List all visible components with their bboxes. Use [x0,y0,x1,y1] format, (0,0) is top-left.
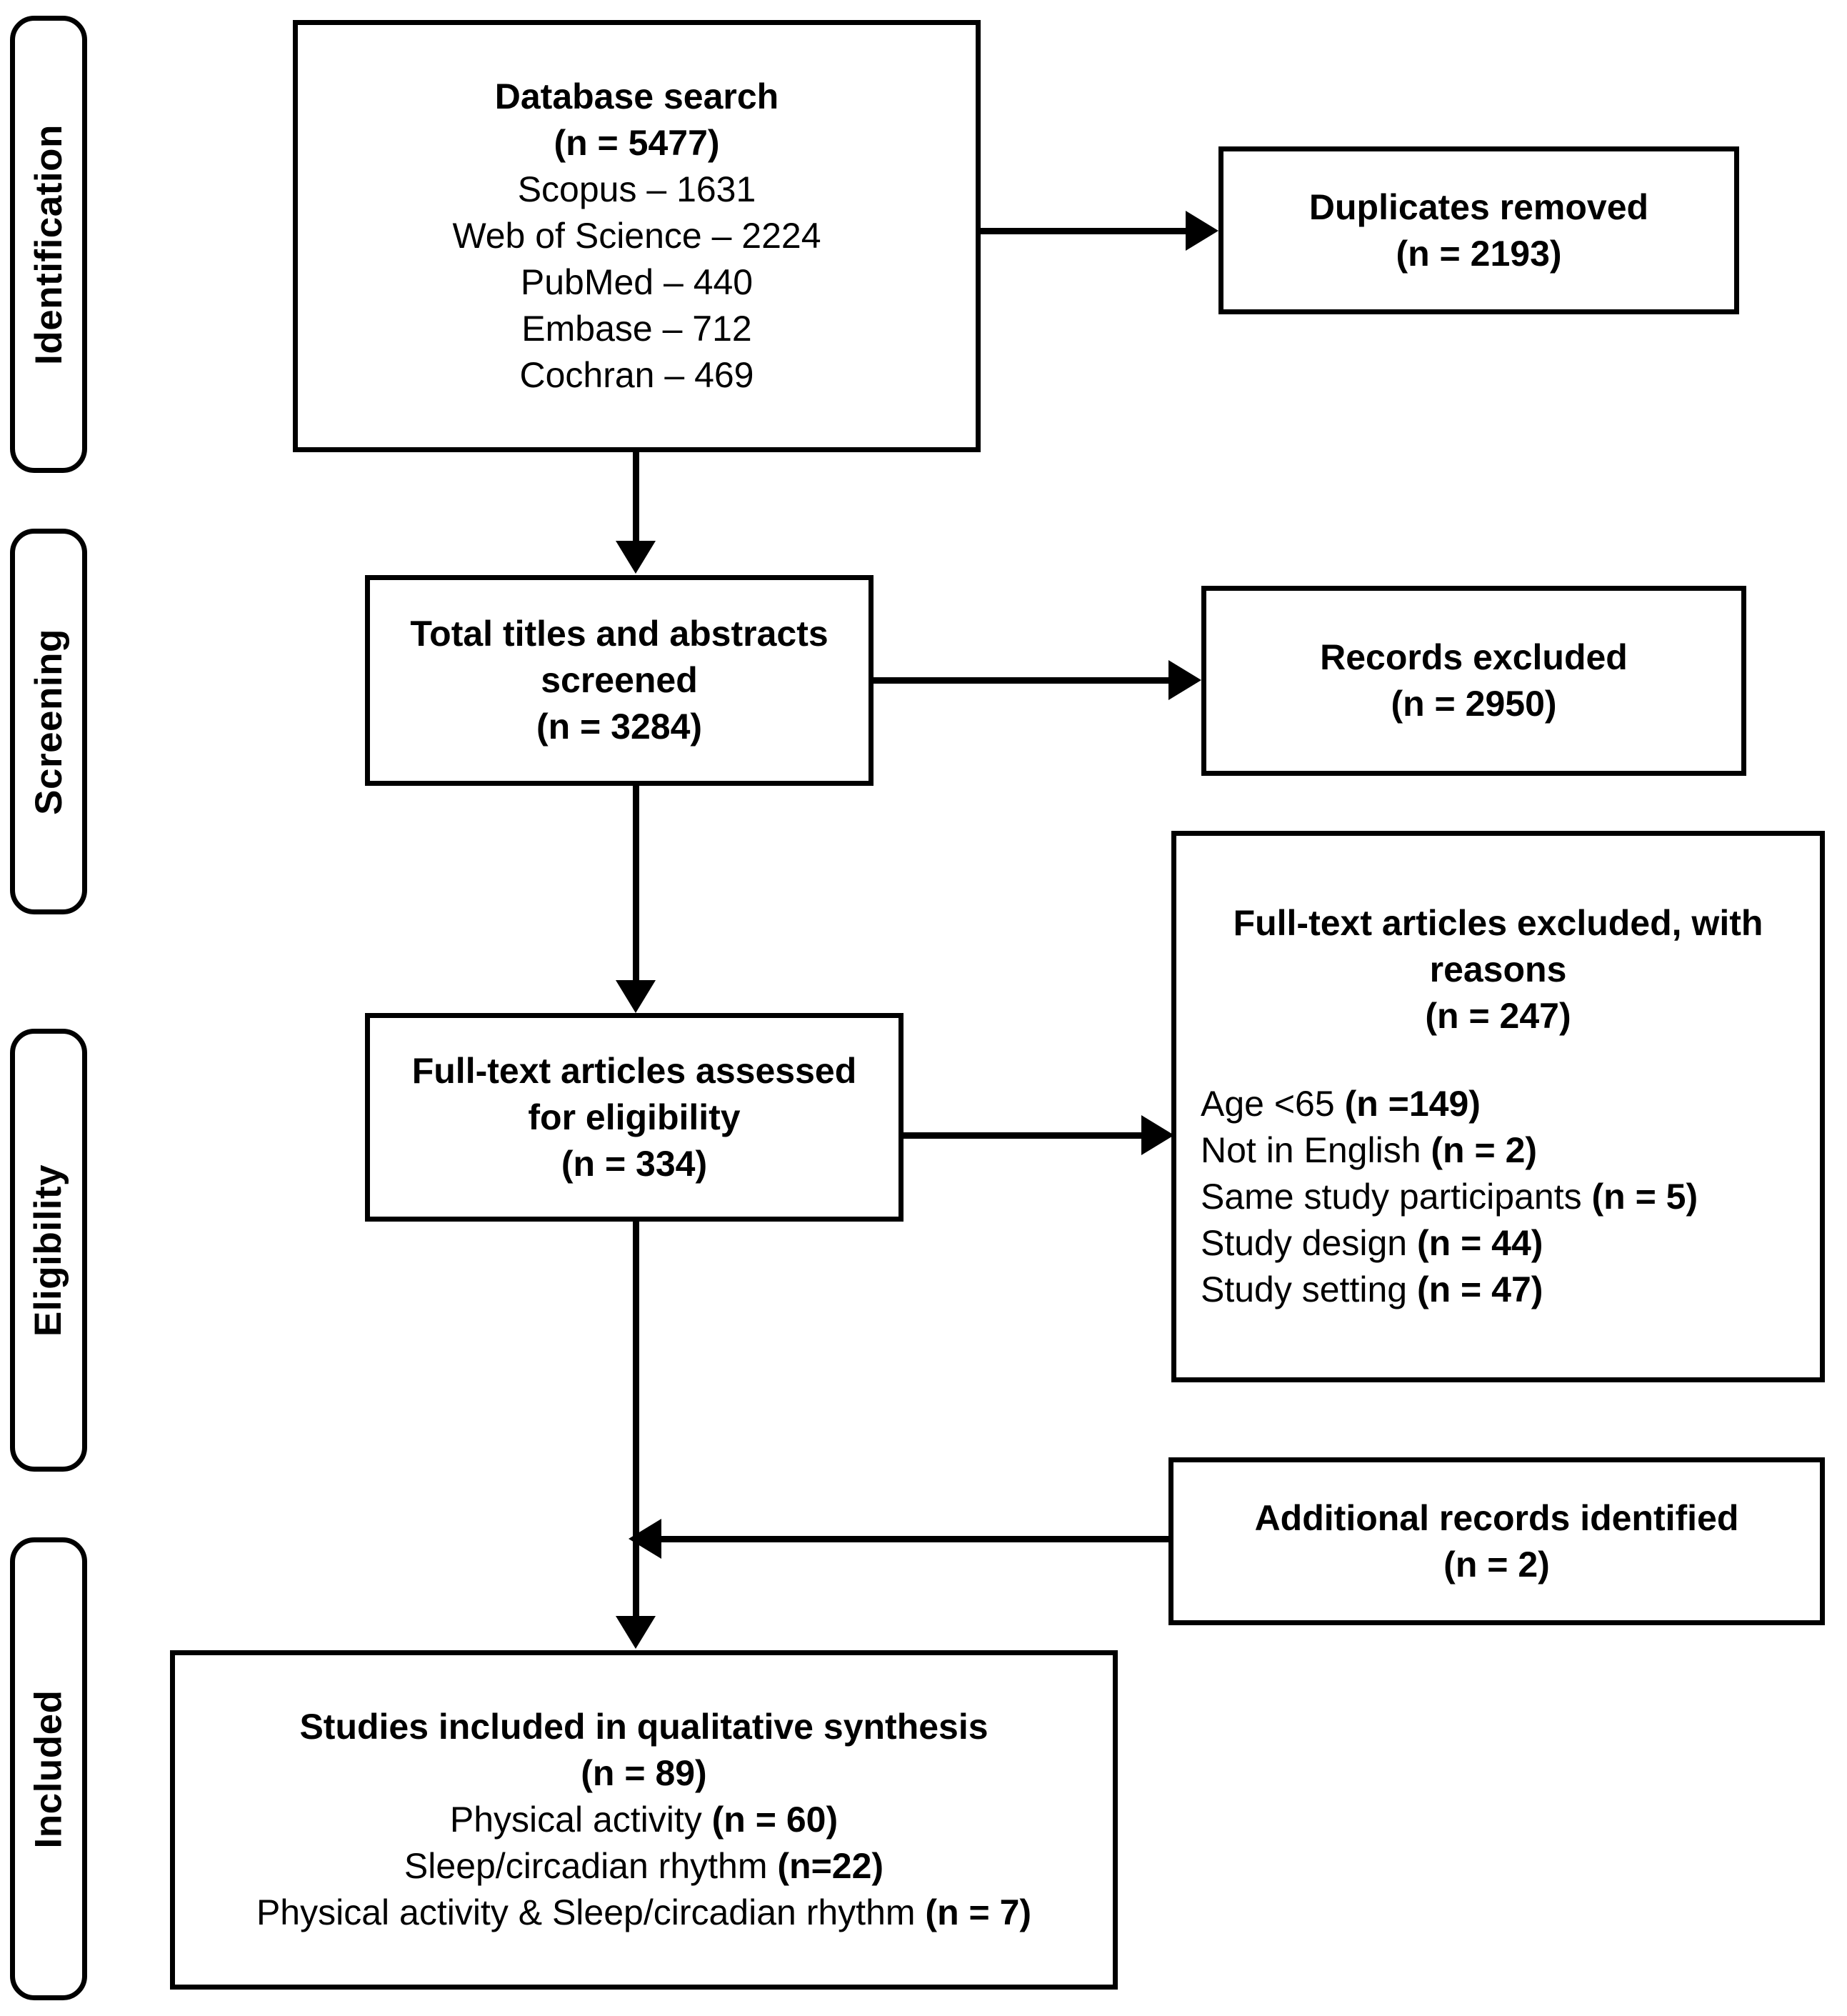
connector-fulltext-to-included [633,1222,639,1622]
stage-label-included: Included [10,1537,87,2000]
stage-label-identification: Identification [10,16,87,473]
connector-search-to-duplicates [981,228,1186,234]
exclusion-reason-2-label: Same study participants [1201,1177,1592,1217]
exclusion-reason-0-count: (n =149) [1344,1084,1481,1124]
connector-screened-to-excluded [874,677,1170,684]
exclusion-reason-1-label: Not in English [1201,1130,1431,1170]
studies-breakdown-1-count: (n=22) [777,1846,884,1886]
stage-label-screening: Screening [10,529,87,914]
connector-screened-to-fulltext [633,786,639,986]
box-studies-included: Studies included in qualitative synthesi… [170,1650,1118,1990]
database-search-source-3: Embase – 712 [521,309,752,349]
database-search-title: Database search [494,76,779,116]
exclusion-reason-0: Age <65 (n =149) [1201,1081,1796,1127]
exclusion-reason-4-count: (n = 47) [1416,1269,1543,1309]
records-excluded-title: Records excluded [1320,637,1628,677]
records-excluded-count: (n = 2950) [1391,684,1557,724]
arrowhead-fulltext-to-excluded [1141,1115,1174,1155]
database-search-count: (n = 5477) [554,123,720,163]
connector-additional-to-spine [661,1536,1170,1542]
stage-label-identification-text: Identification [27,124,70,365]
duplicates-removed-count: (n = 2193) [1396,233,1562,274]
arrowhead-screened-to-excluded [1168,660,1201,700]
studies-breakdown-2-count: (n = 7) [925,1892,1032,1932]
titles-screened-title-line1: Total titles and abstracts [410,614,829,654]
arrowhead-search-to-duplicates [1186,211,1218,251]
database-search-source-0: Scopus – 1631 [517,169,756,209]
studies-breakdown-1: Sleep/circadian rhythm (n=22) [404,1843,884,1890]
exclusion-reason-2-count: (n = 5) [1591,1177,1698,1217]
arrowhead-search-to-screened [616,541,656,574]
stage-label-included-text: Included [27,1690,70,1848]
studies-included-count: (n = 89) [581,1753,707,1793]
stage-label-eligibility-text: Eligibility [27,1164,70,1337]
exclusion-reason-4-label: Study setting [1201,1269,1417,1309]
box-additional-records: Additional records identified (n = 2) [1168,1457,1825,1625]
additional-records-count: (n = 2) [1443,1544,1550,1585]
fulltext-assessed-title-line1: Full-text articles assessed [411,1050,857,1091]
fulltext-excluded-spacer [1201,1039,1796,1081]
studies-breakdown-2: Physical activity & Sleep/circadian rhyt… [256,1890,1031,1936]
duplicates-removed-title: Duplicates removed [1308,186,1649,227]
fulltext-assessed-title-line2: for eligibility [528,1097,741,1137]
studies-breakdown-0-label: Physical activity [449,1800,712,1840]
connector-search-to-screened [633,452,639,545]
studies-breakdown-2-label: Physical activity & Sleep/circadian rhyt… [256,1892,926,1932]
database-search-source-2: PubMed – 440 [520,262,754,302]
box-fulltext-assessed: Full-text articles assessed for eligibil… [365,1013,904,1222]
connector-fulltext-to-excluded [904,1132,1143,1139]
exclusion-reason-2: Same study participants (n = 5) [1201,1174,1796,1220]
fulltext-excluded-title-line1: Full-text articles excluded, with [1233,903,1763,943]
exclusion-reason-1-count: (n = 2) [1431,1130,1538,1170]
arrowhead-fulltext-to-included [616,1616,656,1649]
arrowhead-screened-to-fulltext [616,980,656,1013]
exclusion-reason-1: Not in English (n = 2) [1201,1127,1796,1174]
exclusion-reason-4: Study setting (n = 47) [1201,1267,1796,1313]
titles-screened-count: (n = 3284) [536,707,703,747]
studies-breakdown-0-count: (n = 60) [711,1800,839,1840]
box-duplicates-removed: Duplicates removed (n = 2193) [1218,146,1739,314]
stage-label-screening-text: Screening [27,628,70,815]
exclusion-reason-0-label: Age <65 [1201,1084,1345,1124]
fulltext-excluded-count: (n = 247) [1425,996,1571,1036]
box-fulltext-excluded: Full-text articles excluded, with reason… [1171,831,1825,1382]
additional-records-title: Additional records identified [1254,1497,1739,1538]
database-search-source-1: Web of Science – 2224 [452,216,821,256]
titles-screened-title-line2: screened [541,660,698,700]
fulltext-assessed-count: (n = 334) [561,1143,708,1184]
exclusion-reason-3-label: Study design [1201,1223,1417,1263]
fulltext-excluded-title-line2: reasons [1429,949,1567,989]
database-search-source-4: Cochran – 469 [519,355,754,395]
box-database-search: Database search (n = 5477) Scopus – 1631… [293,20,981,452]
studies-breakdown-1-label: Sleep/circadian rhythm [404,1846,778,1886]
box-records-excluded: Records excluded (n = 2950) [1201,586,1746,776]
studies-breakdown-0: Physical activity (n = 60) [450,1797,838,1843]
exclusion-reason-3-count: (n = 44) [1416,1223,1543,1263]
exclusion-reason-3: Study design (n = 44) [1201,1220,1796,1267]
stage-label-eligibility: Eligibility [10,1029,87,1472]
studies-included-title: Studies included in qualitative synthesi… [299,1707,988,1747]
box-titles-abstracts-screened: Total titles and abstracts screened (n =… [365,575,874,786]
